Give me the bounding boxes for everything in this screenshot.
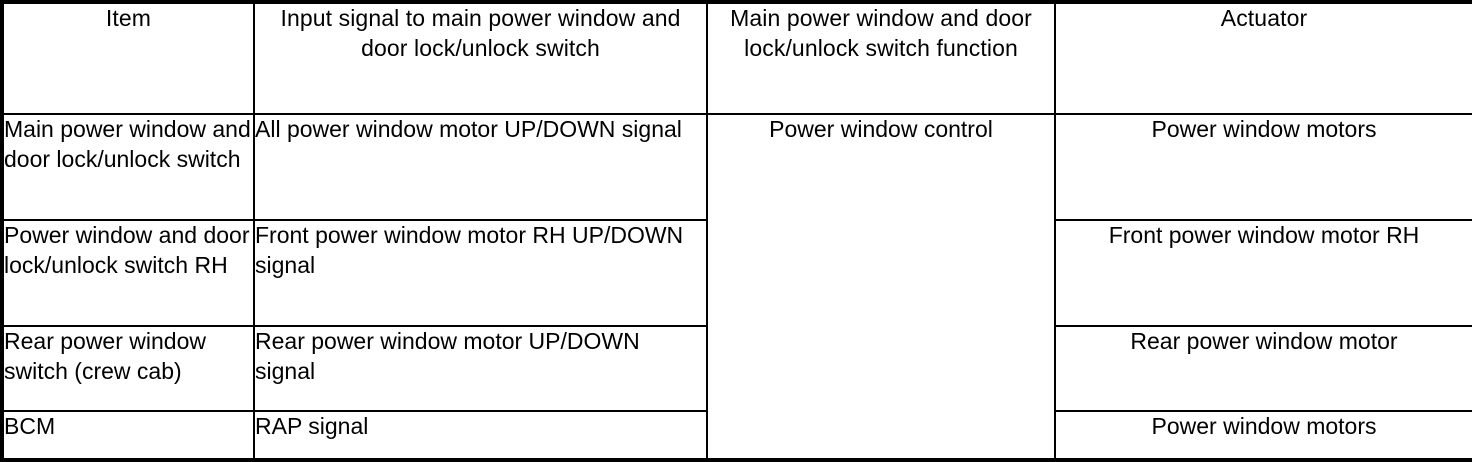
cell-actuator: Power window motors bbox=[1054, 113, 1472, 221]
table-header: Item Input signal to main power window a… bbox=[1, 1, 1472, 115]
cell-item: Main power window and door lock/unlock s… bbox=[1, 113, 255, 221]
cell-switch-function-merged: Power window control bbox=[706, 113, 1056, 461]
cell-input-signal: RAP signal bbox=[253, 410, 708, 461]
cell-item: BCM bbox=[1, 410, 255, 461]
table-row: BCM RAP signal Power window motors bbox=[1, 410, 1472, 461]
table-header-row: Item Input signal to main power window a… bbox=[1, 1, 1472, 115]
table-row: Main power window and door lock/unlock s… bbox=[1, 113, 1472, 461]
table-body: Main power window and door lock/unlock s… bbox=[1, 113, 1472, 461]
cell-actuator: Rear power window motor bbox=[1054, 325, 1472, 412]
table-row: Rear power window switch (crew cab) Rear… bbox=[1, 325, 1472, 412]
cell-input-signal: Front power window motor RH UP/DOWN sign… bbox=[253, 219, 708, 327]
cell-actuator: Power window motors bbox=[1054, 410, 1472, 461]
cell-actuator: Front power window motor RH bbox=[1054, 219, 1472, 327]
column-header-actuator: Actuator bbox=[1054, 1, 1472, 115]
cell-item: Rear power window switch (crew cab) bbox=[1, 325, 255, 412]
column-header-switch-function: Main power window and door lock/unlock s… bbox=[706, 1, 1056, 115]
cell-item: Power window and door lock/unlock switch… bbox=[1, 219, 255, 327]
column-header-input-signal: Input signal to main power window and do… bbox=[253, 1, 708, 115]
column-header-item: Item bbox=[1, 1, 255, 115]
table-row: Power window and door lock/unlock switch… bbox=[1, 219, 1472, 327]
cell-input-signal: All power window motor UP/DOWN signal bbox=[253, 113, 708, 221]
cell-input-signal: Rear power window motor UP/DOWN signal bbox=[253, 325, 708, 412]
